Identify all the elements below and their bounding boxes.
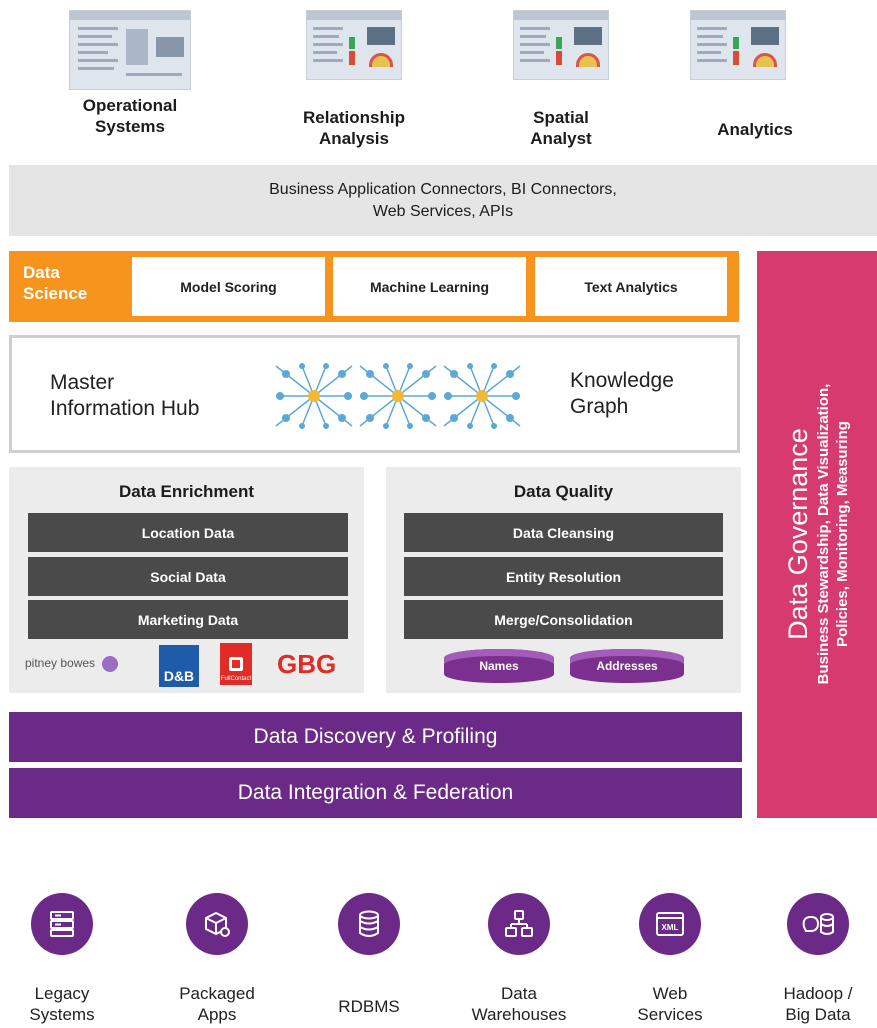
analytics-thumbnail xyxy=(690,10,786,80)
pitney-bowes-icon xyxy=(102,656,119,672)
marketing-data-bar: Marketing Data xyxy=(28,600,348,639)
app-label-spatial-analyst: Spatial Analyst xyxy=(530,108,592,148)
operational-systems-thumbnail xyxy=(69,10,191,90)
master-information-hub: Master Information Hub K xyxy=(9,335,740,453)
app-label-relationship-analysis: Relationship Analysis xyxy=(302,108,405,148)
gbg-logo: GBG xyxy=(277,649,337,679)
fullcontact-icon xyxy=(229,657,243,671)
database-icon xyxy=(338,893,400,955)
hub-label: Master Information Hub xyxy=(50,371,200,420)
knowledge-graph-network-icon xyxy=(275,363,521,429)
data-enrichment-panel: Data Enrichment Location Data Social Dat… xyxy=(9,467,364,693)
connectors-line1: Business Application Connectors, BI Conn… xyxy=(269,180,617,198)
data-governance-sub-line2: Policies, Monitoring, Measuring xyxy=(834,421,851,647)
data-governance-column: Data Governance Business Stewardship, Da… xyxy=(757,251,877,818)
server-icon xyxy=(31,893,93,955)
text-analytics-box: Text Analytics xyxy=(535,257,727,316)
data-quality-panel: Data Quality Data Cleansing Entity Resol… xyxy=(386,467,741,693)
hadoop-icon xyxy=(787,893,849,955)
dnb-logo: D&B xyxy=(159,645,199,687)
model-scoring-box: Model Scoring xyxy=(132,257,325,316)
connectors-line2: Web Services, APIs xyxy=(372,202,514,220)
data-science-layer: Data Science Model Scoring Machine Learn… xyxy=(9,251,739,322)
source-label-hadoop-big-data: Hadoop /Big Data xyxy=(783,984,853,1024)
merge-consolidation-bar: Merge/Consolidation xyxy=(404,600,723,639)
data-cleansing-bar: Data Cleansing xyxy=(404,513,723,552)
svg-text:XML: XML xyxy=(662,923,679,932)
data-enrichment-title: Data Enrichment xyxy=(118,482,255,501)
pitney-bowes-logo: pitney bowes xyxy=(25,656,119,672)
package-icon xyxy=(186,893,248,955)
warehouse-icon xyxy=(488,893,550,955)
data-quality-title: Data Quality xyxy=(513,482,614,501)
data-integration-federation-band: Data Integration & Federation xyxy=(9,768,742,818)
data-governance-title: Data Governance xyxy=(783,428,813,640)
connectors-band: Business Application Connectors, BI Conn… xyxy=(9,165,877,236)
fullcontact-logo: FullContact xyxy=(220,643,252,685)
machine-learning-box: Machine Learning xyxy=(333,257,526,316)
social-data-bar: Social Data xyxy=(28,557,348,596)
app-label-operational-systems: Operational Systems xyxy=(82,96,178,136)
app-label-analytics: Analytics xyxy=(717,120,793,139)
data-science-label: Data Science xyxy=(23,263,88,303)
location-data-bar: Location Data xyxy=(28,513,348,552)
xml-icon: XML xyxy=(639,893,701,955)
knowledge-graph-label: Knowledge Graph xyxy=(570,369,674,418)
relationship-analysis-thumbnail xyxy=(306,10,402,80)
data-discovery-profiling-band: Data Discovery & Profiling xyxy=(9,712,742,762)
spatial-analyst-thumbnail xyxy=(513,10,609,80)
entity-resolution-bar: Entity Resolution xyxy=(404,557,723,596)
names-store: Names xyxy=(444,649,554,683)
source-label-rdbms: RDBMS xyxy=(338,997,400,1016)
addresses-store: Addresses xyxy=(570,649,684,683)
data-governance-sub-line1: Business Stewardship, Data Visualization… xyxy=(815,383,832,685)
